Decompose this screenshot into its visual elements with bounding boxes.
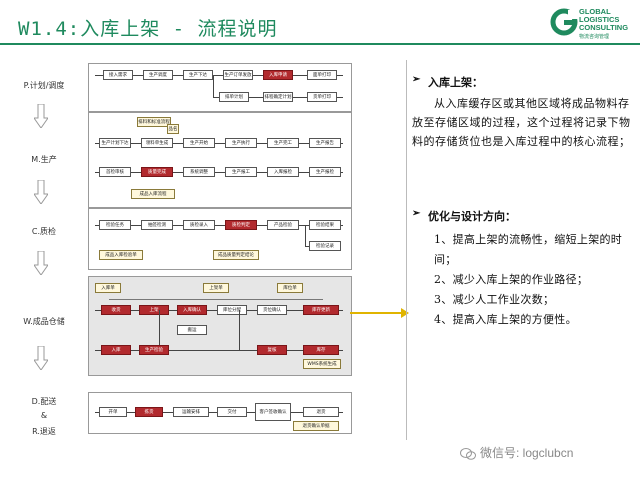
process-step-highlight: 库存更新 bbox=[303, 305, 339, 315]
process-step-highlight: 库存 bbox=[303, 345, 339, 355]
process-step: 检验结果 bbox=[309, 220, 341, 230]
process-step: 生产报告 bbox=[309, 138, 341, 148]
down-arrow-icon bbox=[34, 346, 48, 370]
section-title: 入库上架： bbox=[428, 76, 483, 89]
bullet-arrow-icon: ➢ bbox=[412, 208, 421, 219]
process-step-highlight: 上架 bbox=[139, 305, 169, 315]
section-optimization: ➢ 优化与设计方向： 1、提高上架的流畅性，缩短上架的时间； 2、减少入库上架的作… bbox=[412, 208, 634, 330]
note-tag: 排料和标准流程 bbox=[137, 117, 171, 127]
down-arrow-icon bbox=[34, 251, 48, 275]
note-tag: 库位单 bbox=[277, 283, 303, 293]
process-step: 入库报检 bbox=[267, 167, 299, 177]
list-item: 1、提高上架的流畅性，缩短上架的时间； bbox=[434, 233, 623, 266]
process-step-highlight: 入库确认 bbox=[177, 305, 207, 315]
callout-arrowhead bbox=[401, 308, 409, 318]
lane-delivery: 开单 拣货 运输安排 交付 客户签收确认 退货 退货确认单据 bbox=[88, 392, 352, 434]
note-tag: 成品入库流程 bbox=[131, 189, 175, 199]
process-step: 接入需求 bbox=[103, 70, 133, 80]
wechat-icon bbox=[460, 447, 476, 460]
logo-subtitle: 物流咨询管理 bbox=[579, 34, 610, 40]
process-step: 生产订单发放 bbox=[223, 70, 253, 80]
list-item: 4、提高入库上架的方便性。 bbox=[434, 313, 577, 326]
callout-connector bbox=[350, 312, 405, 314]
bullet-arrow-icon: ➢ bbox=[412, 74, 421, 85]
process-step: 生产开始 bbox=[183, 138, 215, 148]
process-step: 领料单生成 bbox=[141, 138, 173, 148]
stage-returns: R.退返 bbox=[32, 427, 56, 436]
process-step: 排单计划 bbox=[219, 92, 249, 102]
stage-planning: P.计划/调度 bbox=[23, 81, 65, 90]
note-tag: 品名 bbox=[167, 124, 179, 134]
process-step: 货单打印 bbox=[307, 92, 337, 102]
note-tag: 上架单 bbox=[203, 283, 229, 293]
lane-quality: 检验任务 抽签检测 质检录入 质检判定 产品检验 检验结果 检验记录 成品入库检… bbox=[88, 208, 352, 270]
process-step: 系统调整 bbox=[183, 167, 215, 177]
process-step-highlight: 质检判定 bbox=[225, 220, 257, 230]
process-step: 搬运 bbox=[177, 325, 207, 335]
process-step-highlight: 质量完成 bbox=[141, 167, 173, 177]
section-body: 从入库缓存区或其他区域将成品物料存放至存储区域的过程，这个过程将记录下物料的存储… bbox=[412, 97, 631, 148]
list-item: 3、减少人工作业次数； bbox=[434, 293, 555, 306]
process-step: 生产报检 bbox=[309, 167, 341, 177]
lane-planning: 接入需求 生产调度 生产下达 生产订单发放 入库申请 面单打印 排单计划 排程确… bbox=[88, 63, 352, 112]
process-step: 生产执行 bbox=[225, 138, 257, 148]
lane-production: 排料和标准流程 品名 生产计划下达 领料单生成 生产开始 生产执行 生产完工 生… bbox=[88, 112, 352, 208]
logo-wordmark: GLOBAL LOGISTICS CONSULTING bbox=[579, 7, 629, 32]
process-step: 客户签收确认 bbox=[255, 403, 291, 421]
note-tag: 退货确认单据 bbox=[293, 421, 339, 431]
down-arrow-icon bbox=[34, 180, 48, 204]
note-tag: 入库单 bbox=[95, 283, 121, 293]
stage-ampersand: & bbox=[40, 411, 48, 420]
process-step-highlight: 复核 bbox=[257, 345, 287, 355]
process-step: 库位分配 bbox=[217, 305, 247, 315]
note-tag: 成品入库检验单 bbox=[99, 250, 143, 260]
process-step-highlight: 入库 bbox=[101, 345, 131, 355]
section-inbound: ➢ 入库上架： 从入库缓存区或其他区域将成品物料存放至存储区域的过程，这个过程将记… bbox=[412, 74, 634, 151]
process-step: 货位确认 bbox=[257, 305, 287, 315]
section-title: 优化与设计方向： bbox=[428, 210, 516, 223]
title-divider bbox=[0, 43, 640, 45]
process-step: 生产计划下达 bbox=[99, 138, 131, 148]
process-step: 交付 bbox=[217, 407, 247, 417]
page-title: W1.4:入库上架 - 流程说明 bbox=[18, 18, 278, 40]
process-step: 检验任务 bbox=[99, 220, 131, 230]
process-step: 生产调度 bbox=[143, 70, 173, 80]
note-tag: WMS系统生成 bbox=[303, 359, 341, 369]
company-logo: GLOBAL LOGISTICS CONSULTING 物流咨询管理 bbox=[549, 6, 639, 42]
logo-g-icon bbox=[550, 8, 578, 36]
process-step: 首检审核 bbox=[99, 167, 131, 177]
process-step: 排程确定计划 bbox=[263, 92, 293, 102]
process-step: 生产下达 bbox=[183, 70, 213, 80]
panel-divider bbox=[406, 60, 407, 440]
watermark: 微信号: logclubcn bbox=[460, 444, 573, 461]
process-step: 抽签检测 bbox=[141, 220, 173, 230]
note-tag: 成品质量判定结论 bbox=[213, 250, 259, 260]
process-step: 产品检验 bbox=[267, 220, 299, 230]
watermark-text: 微信号: logclubcn bbox=[480, 446, 574, 460]
process-step: 质检录入 bbox=[183, 220, 215, 230]
down-arrow-icon bbox=[34, 104, 48, 128]
stage-production: M.生产 bbox=[31, 155, 57, 164]
process-step-highlight: 生产检验 bbox=[139, 345, 169, 355]
process-step-highlight: 入库申请 bbox=[263, 70, 293, 80]
list-item: 2、减少入库上架的作业路径； bbox=[434, 273, 589, 286]
lane-warehouse: 入库单 上架单 库位单 收货 上架 入库确认 库位分配 货位确认 库存更新 入库… bbox=[88, 276, 352, 376]
process-step: 生产完工 bbox=[267, 138, 299, 148]
process-step: 退货 bbox=[303, 407, 339, 417]
stage-quality: C.质检 bbox=[31, 227, 57, 236]
stage-delivery: D.配送 bbox=[31, 397, 57, 406]
process-step: 面单打印 bbox=[307, 70, 337, 80]
stage-warehouse: W.成品仓储 bbox=[23, 317, 65, 326]
process-step: 检验记录 bbox=[309, 241, 341, 251]
process-step-highlight: 拣货 bbox=[135, 407, 163, 417]
process-step-highlight: 收货 bbox=[101, 305, 131, 315]
process-step: 开单 bbox=[99, 407, 127, 417]
process-step: 运输安排 bbox=[173, 407, 209, 417]
process-step: 生产报工 bbox=[225, 167, 257, 177]
